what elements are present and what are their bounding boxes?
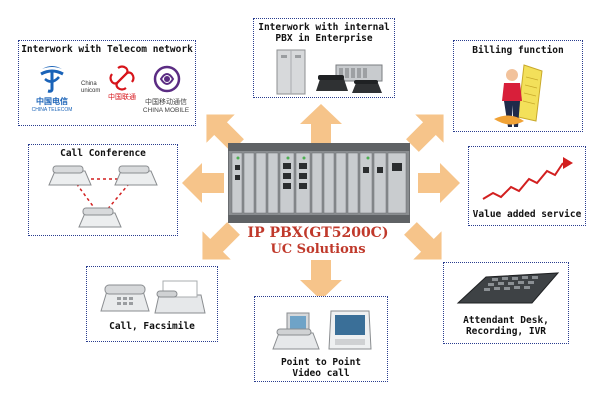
arrow-down-right	[404, 222, 442, 260]
billing-person-image	[494, 64, 543, 127]
phone-fax-image	[100, 280, 206, 314]
box-call-conference-caption: Call Conference	[60, 148, 146, 159]
conference-phone-2	[114, 165, 158, 186]
china-unicom-en: China unicom	[81, 81, 101, 94]
china-unicom-cn: 中国联通	[108, 94, 136, 101]
arrow-left	[182, 163, 224, 203]
box-video-call-caption: Point to Point Video call	[280, 357, 362, 379]
box-billing: Billing function	[453, 40, 583, 132]
pbx-rack-image	[316, 64, 383, 93]
center-title-line1: IP PBX(GT5200C)	[247, 225, 389, 241]
china-mobile-logo	[153, 65, 181, 93]
arrow-right	[418, 163, 460, 203]
arrow-down-left	[202, 222, 240, 260]
pbx-chassis-image	[227, 142, 411, 224]
china-telecom-logo	[40, 66, 64, 93]
conference-phone-3	[78, 207, 122, 228]
arrow-up-right	[406, 114, 444, 152]
box-call-conference: Call Conference	[28, 144, 178, 236]
arrow-up	[300, 104, 342, 144]
china-mobile-cn: 中国移动通信	[145, 99, 187, 106]
box-value-added: Value added service	[468, 146, 586, 226]
china-unicom-logo	[109, 65, 135, 91]
box-internal-pbx: Interwork with internal PBX in Enterpris…	[253, 18, 395, 98]
china-telecom-cn: 中国电信	[36, 97, 68, 106]
box-attendant-caption: Attendant Desk, Recording, IVR	[463, 315, 549, 337]
box-telecom-network: Interwork with Telecom network 中国电信 CHIN…	[18, 40, 196, 126]
conference-diagram	[48, 165, 158, 228]
pbx-cabinet-image	[276, 49, 306, 95]
box-attendant: Attendant Desk, Recording, IVR	[443, 262, 569, 344]
box-telecom-caption: Interwork with Telecom network	[21, 44, 193, 55]
ip-pbx-chassis	[227, 142, 411, 224]
conference-phone-1	[48, 165, 92, 186]
box-video-call: Point to Point Video call	[254, 296, 388, 382]
video-phone-image	[272, 310, 372, 350]
attendant-console-image	[456, 272, 560, 304]
growth-chart-icon	[482, 157, 573, 200]
box-call-fax-caption: Call, Facsimile	[109, 321, 195, 332]
box-billing-caption: Billing function	[472, 45, 564, 56]
arrow-down	[300, 260, 342, 300]
box-internal-pbx-caption: Interwork with internal PBX in Enterpris…	[258, 22, 390, 44]
box-call-fax: Call, Facsimile	[86, 266, 218, 342]
china-telecom-en: CHINA TELECOM	[31, 107, 73, 113]
china-mobile-en: CHINA MOBILE	[142, 107, 190, 114]
center-title-line2: UC Solutions	[270, 242, 366, 257]
box-value-added-caption: Value added service	[472, 209, 582, 220]
